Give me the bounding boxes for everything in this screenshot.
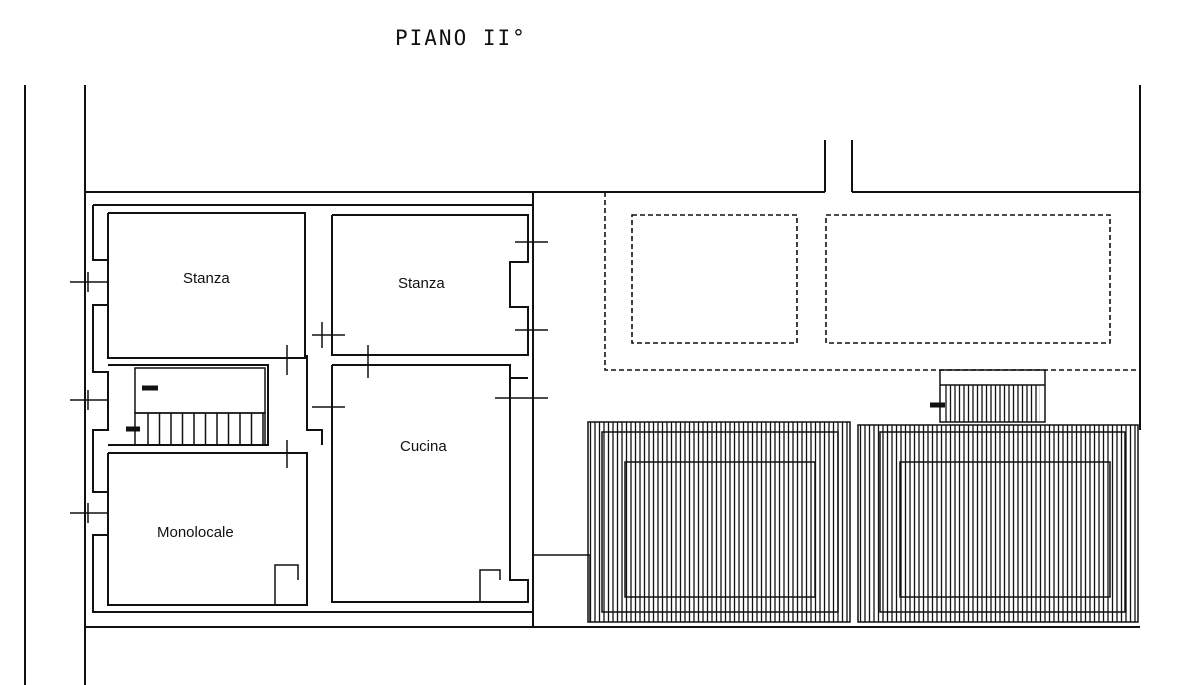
internal-staircase [126,367,266,446]
external-staircase [930,369,1046,423]
site-boundary [24,85,1141,685]
room-label-stanza-2: Stanza [398,275,445,292]
hatched-roof-right [857,424,1139,623]
window-marks [70,232,548,523]
room-label-cucina: Cucina [400,438,447,455]
room-label-monolocale: Monolocale [157,524,234,541]
apartment-walls [92,204,533,613]
plan-title: PIANO II° [395,26,527,50]
courtyard-dashed [604,192,1138,371]
hatched-roof-left [587,421,851,623]
room-label-stanza-1: Stanza [183,270,230,287]
